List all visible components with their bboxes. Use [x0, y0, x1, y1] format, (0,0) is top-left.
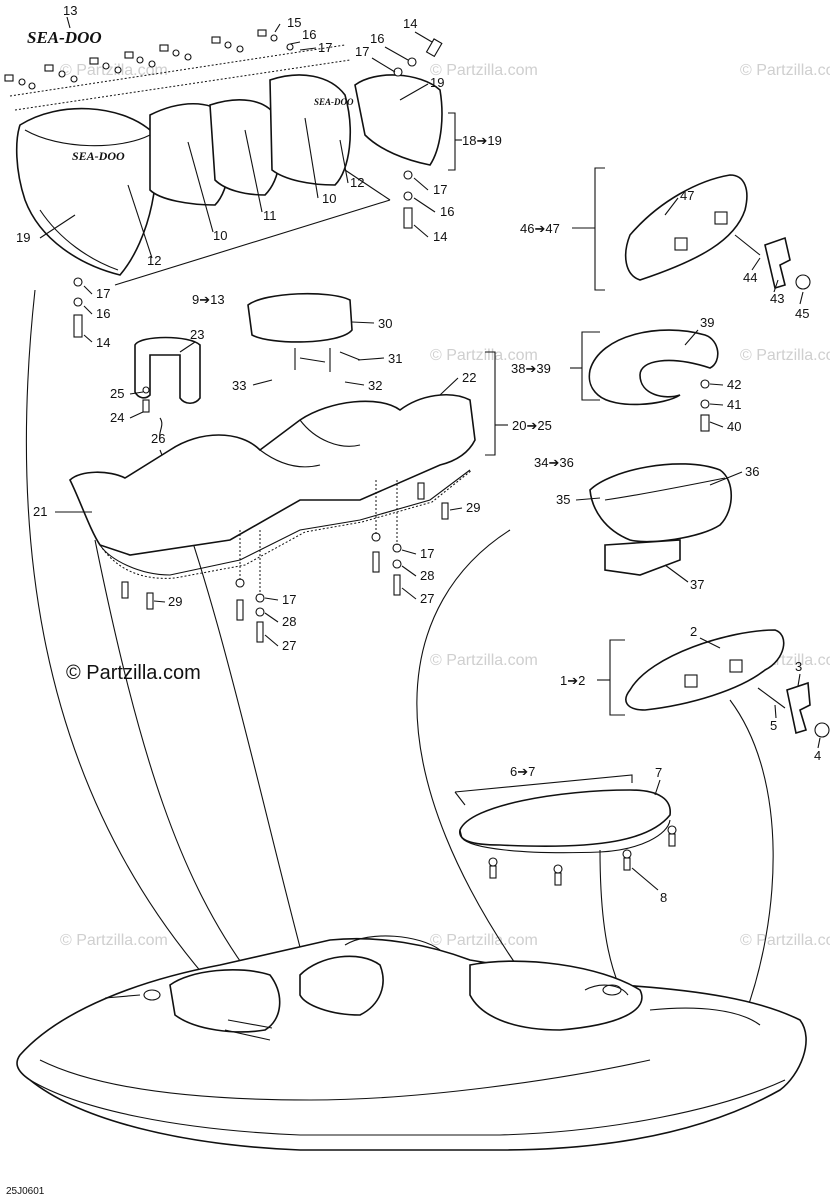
label-5: 5	[770, 718, 777, 733]
group-label-18-19: 18➔19	[462, 133, 502, 148]
label-27: 27	[420, 591, 434, 606]
watermark: © Partzilla.com	[740, 347, 830, 364]
label-19: 19	[430, 75, 444, 90]
label-29: 29	[168, 594, 182, 609]
label-16: 16	[440, 204, 454, 219]
label-25: 25	[110, 386, 124, 401]
label-3: 3	[795, 659, 802, 674]
watermark: © Partzilla.com	[60, 932, 168, 949]
part-labels: 13 14 15 16 17 17 16 19 12 10 11 10 12 1…	[16, 3, 821, 905]
label-43: 43	[770, 291, 784, 306]
watermark: © Partzilla.com	[430, 652, 538, 669]
group-label-34-36: 34➔36	[534, 455, 574, 470]
seat-cover-assembly: SEA-DOO SEA-DOO SEA-DOO	[4, 28, 443, 286]
label-37: 37	[690, 577, 704, 592]
group-label-1-2: 1➔2	[560, 673, 585, 688]
label-14: 14	[433, 229, 447, 244]
label-13: 13	[63, 3, 77, 18]
label-31: 31	[388, 351, 402, 366]
label-40: 40	[727, 419, 741, 434]
label-28: 28	[420, 568, 434, 583]
seat-hardware	[121, 480, 449, 643]
label-2: 2	[690, 624, 697, 639]
label-16: 16	[96, 306, 110, 321]
watermark: © Partzilla.com	[60, 62, 168, 79]
label-30: 30	[378, 316, 392, 331]
label-29: 29	[466, 500, 480, 515]
storage-cover	[589, 463, 732, 576]
label-24: 24	[110, 410, 124, 425]
top-right-hardware	[73, 38, 443, 338]
label-22: 22	[462, 370, 476, 385]
label-14: 14	[403, 16, 417, 31]
label-32: 32	[368, 378, 382, 393]
label-39: 39	[700, 315, 714, 330]
bracket-20-25	[485, 351, 496, 456]
label-44: 44	[743, 270, 757, 285]
label-17: 17	[355, 44, 369, 59]
label-47: 47	[680, 188, 694, 203]
watermark: © Partzilla.com	[430, 62, 538, 79]
group-label-20-25: 20➔25	[512, 418, 552, 433]
label-21: 21	[33, 504, 47, 519]
group-label-9-13: 9➔13	[192, 292, 225, 307]
copyright-text: © Partzilla.com	[66, 662, 201, 684]
label-15: 15	[287, 15, 301, 30]
label-27: 27	[282, 638, 296, 653]
label-23: 23	[190, 327, 204, 342]
label-28: 28	[282, 614, 296, 629]
label-4: 4	[814, 748, 821, 763]
label-10: 10	[213, 228, 227, 243]
label-7: 7	[655, 765, 662, 780]
sea-doo-logo: SEA-DOO	[314, 97, 354, 107]
bolt-row	[4, 29, 294, 90]
label-17: 17	[433, 182, 447, 197]
sea-doo-logo: SEA-DOO	[27, 28, 102, 47]
armrest-assembly	[572, 167, 811, 291]
front-seat-assembly	[597, 629, 830, 738]
label-16: 16	[302, 27, 316, 42]
label-19: 19	[16, 230, 30, 245]
label-leaders	[39, 16, 821, 891]
sea-doo-logo: SEA-DOO	[72, 149, 125, 163]
group-label-46-47: 46➔47	[520, 221, 560, 236]
label-16: 16	[370, 31, 384, 46]
group-labels: 18➔19 9➔13 46➔47 38➔39 20➔25 34➔36 1➔2 6…	[192, 133, 585, 779]
backrest-assembly	[570, 329, 719, 432]
label-10: 10	[322, 191, 336, 206]
label-17: 17	[96, 286, 110, 301]
headrest	[247, 292, 361, 372]
cushion-assembly	[454, 774, 677, 886]
watermark: © Partzilla.com	[430, 932, 538, 949]
label-17: 17	[420, 546, 434, 561]
label-12: 12	[350, 175, 364, 190]
watermark: © Partzilla.com	[740, 62, 830, 79]
label-45: 45	[795, 306, 809, 321]
label-26: 26	[151, 431, 165, 446]
boat-hull	[16, 935, 807, 1151]
label-33: 33	[232, 378, 246, 393]
group-label-38-39: 38➔39	[511, 361, 551, 376]
label-42: 42	[727, 377, 741, 392]
grab-handle	[134, 336, 201, 439]
label-8: 8	[660, 890, 667, 905]
label-35: 35	[556, 492, 570, 507]
label-17: 17	[282, 592, 296, 607]
main-seat	[69, 394, 476, 579]
label-36: 36	[745, 464, 759, 479]
watermark: © Partzilla.com	[430, 347, 538, 364]
bracket-18-19	[448, 112, 456, 171]
watermark: © Partzilla.com	[740, 932, 830, 949]
label-17: 17	[318, 40, 332, 55]
label-12: 12	[147, 253, 161, 268]
label-11: 11	[263, 208, 277, 223]
label-41: 41	[727, 397, 741, 412]
group-label-6-7: 6➔7	[510, 764, 535, 779]
label-14: 14	[96, 335, 110, 350]
reference-code: 25J0601	[6, 1186, 45, 1197]
